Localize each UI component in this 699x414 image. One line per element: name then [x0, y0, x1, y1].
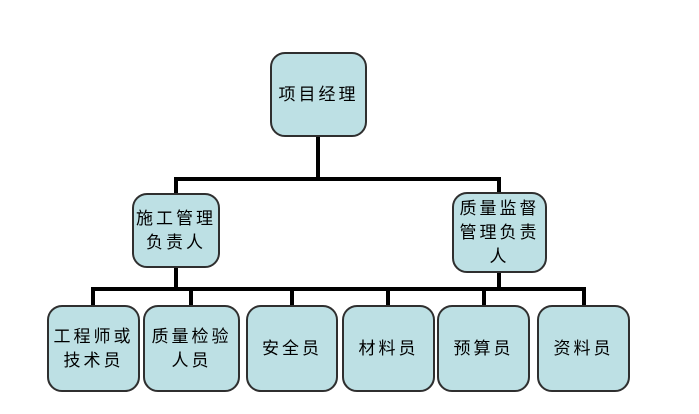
connector-l2b-drop	[497, 177, 501, 194]
node-budget-officer: 预算员	[437, 305, 530, 392]
node-label: 材料员	[358, 338, 419, 359]
node-label: 质量检验 人员	[151, 326, 232, 371]
node-quality-inspection-staff: 质量检验 人员	[143, 305, 240, 392]
connector-b2-drop	[189, 289, 193, 307]
node-label: 施工管理 负责人	[136, 208, 216, 253]
node-project-manager: 项目经理	[270, 52, 367, 137]
node-label: 项目经理	[278, 84, 359, 105]
node-label: 质量监督 管理负责 人	[459, 198, 540, 267]
connector-b1-drop	[91, 289, 95, 307]
connector-root-down	[316, 137, 320, 179]
node-label: 资料员	[553, 338, 614, 359]
node-construction-management-leader: 施工管理 负责人	[132, 193, 220, 268]
connector-b4-drop	[386, 289, 390, 307]
connector-b6-drop	[582, 289, 586, 307]
node-documentation-officer: 资料员	[537, 305, 630, 392]
node-materials-officer: 材料员	[342, 305, 435, 392]
node-quality-supervision-management-leader: 质量监督 管理负责 人	[452, 192, 547, 273]
connector-level2-rail	[174, 177, 501, 181]
node-label: 工程师或 技术员	[53, 326, 134, 371]
connector-l2b-down	[497, 271, 501, 291]
node-label: 安全员	[262, 338, 322, 359]
node-engineer-or-technician: 工程师或 技术员	[47, 305, 140, 392]
connector-level3-rail	[91, 287, 586, 291]
connector-b5-drop	[482, 289, 486, 307]
connector-b3-drop	[290, 289, 294, 307]
connector-l2a-drop	[174, 177, 178, 195]
node-safety-officer: 安全员	[246, 305, 338, 392]
connector-l2a-down	[174, 266, 178, 291]
node-label: 预算员	[453, 338, 514, 359]
